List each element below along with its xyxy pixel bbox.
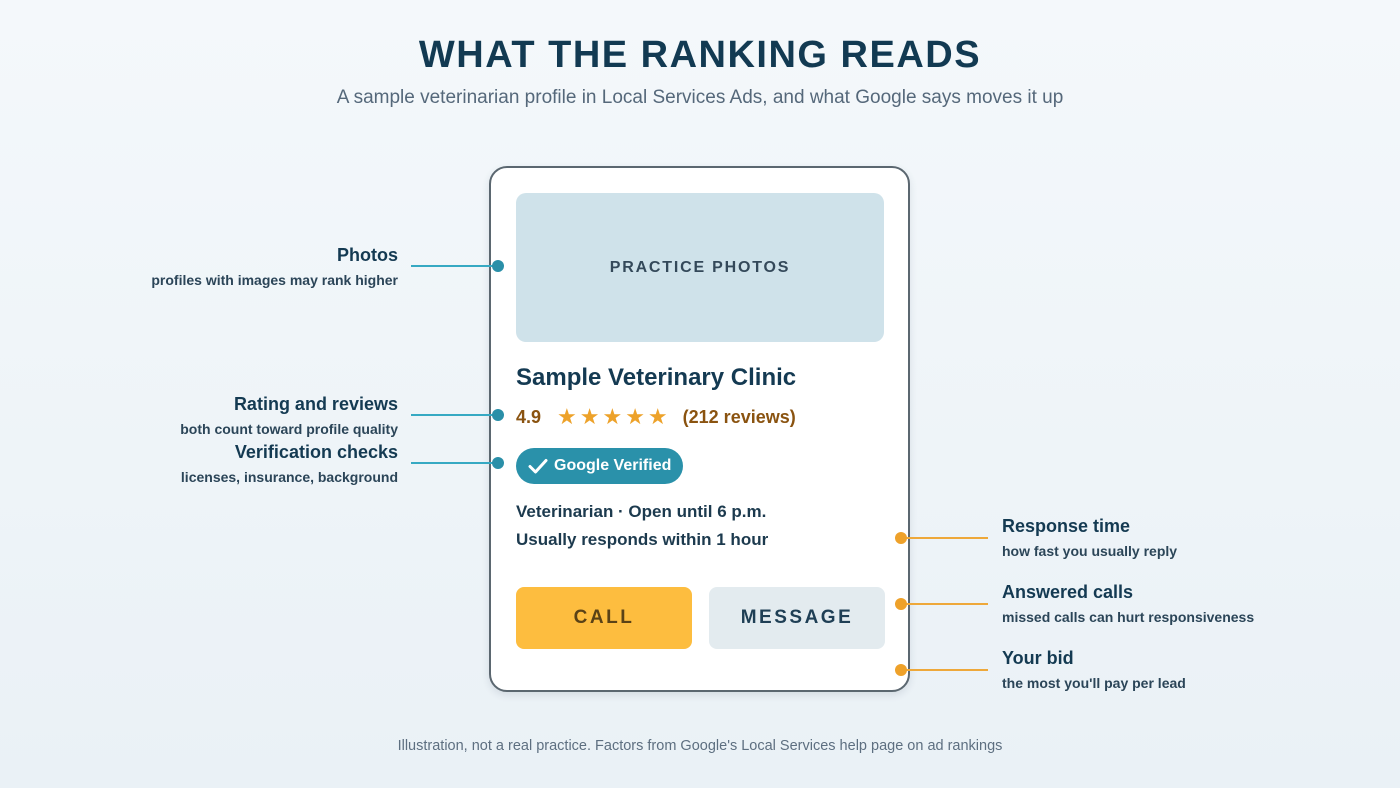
- leader-line: [411, 414, 498, 416]
- annotation-label: Photos: [337, 245, 398, 265]
- leader-line: [901, 537, 988, 539]
- annotation-label: Rating and reviews: [233, 394, 398, 414]
- google-verified-badge: Google Verified: [516, 448, 683, 484]
- connector-dot: [492, 260, 504, 272]
- call-button[interactable]: CALL: [516, 587, 692, 649]
- connector-dot: [895, 598, 907, 610]
- connector-dot: [895, 532, 907, 544]
- annotation-verification: Verification checks licenses, insurance,…: [181, 442, 398, 485]
- leader-line: [901, 669, 988, 671]
- message-button[interactable]: MESSAGE: [709, 587, 885, 649]
- checkmark-icon: [528, 459, 548, 474]
- annotation-rating-reviews: Rating and reviews both count toward pro…: [180, 394, 398, 437]
- clinic-name: Sample Veterinary Clinic: [516, 364, 797, 391]
- page-subtitle: A sample veterinarian profile in Local S…: [336, 87, 1064, 108]
- page-title: WHAT THE RANKING READS: [418, 34, 982, 76]
- footnote: Illustration, not a real practice. Facto…: [397, 738, 1003, 754]
- annotation-answered-calls: Answered calls missed calls can hurt res…: [1002, 582, 1254, 625]
- leader-line: [411, 462, 498, 464]
- annotation-photos: Photos profiles with images may rank hig…: [151, 245, 398, 288]
- review-count-link[interactable]: (212 reviews): [682, 406, 796, 427]
- rating-row: 4.9 ★★★★★ (212 reviews): [516, 404, 796, 430]
- leader-line: [411, 265, 498, 267]
- rating-value: 4.9: [516, 406, 542, 427]
- annotation-label: Answered calls: [1002, 582, 1134, 602]
- annotation-your-bid: Your bid the most you'll pay per lead: [1002, 648, 1186, 691]
- badge-label: Google Verified: [554, 457, 672, 474]
- annotation-sub: profiles with images may rank higher: [151, 272, 398, 288]
- connector-dot: [492, 409, 504, 421]
- practice-photos-placeholder[interactable]: PRACTICE PHOTOS: [516, 193, 884, 342]
- annotation-label: Response time: [1002, 516, 1131, 536]
- annotation-sub: the most you'll pay per lead: [1002, 675, 1186, 691]
- annotation-label: Your bid: [1002, 648, 1074, 668]
- star-rating-icon: ★★★★★: [557, 404, 671, 429]
- annotation-sub: missed calls can hurt responsiveness: [1002, 609, 1255, 625]
- annotation-label: Verification checks: [234, 442, 398, 462]
- annotation-sub: how fast you usually reply: [1002, 543, 1178, 559]
- profile-card: PRACTICE PHOTOS Sample Veterinary Clinic…: [489, 166, 910, 692]
- annotation-sub: licenses, insurance, background: [180, 469, 398, 485]
- category-hours: Veterinarian · Open until 6 p.m.: [516, 502, 767, 521]
- annotation-response-time: Response time how fast you usually reply: [1002, 516, 1177, 559]
- leader-line: [901, 603, 988, 605]
- response-time-text: Usually responds within 1 hour: [516, 530, 769, 549]
- annotation-sub: both count toward profile quality: [180, 421, 398, 437]
- connector-dot: [492, 457, 504, 469]
- connector-dot: [895, 664, 907, 676]
